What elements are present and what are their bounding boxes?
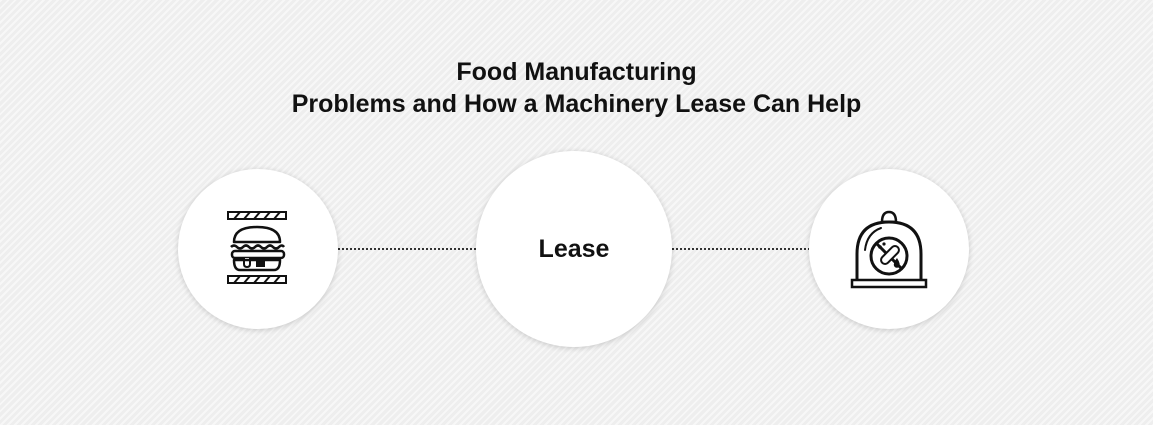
node-burger-problem — [178, 169, 338, 329]
right-connector-line — [672, 248, 810, 250]
food-safety-dome-icon — [846, 206, 932, 292]
burger-press-icon — [226, 210, 290, 288]
diagram-title: Food Manufacturing Problems and How a Ma… — [0, 56, 1153, 120]
title-line-2: Problems and How a Machinery Lease Can H… — [291, 90, 862, 118]
left-connector-line — [338, 248, 476, 250]
title-line-1: Food Manufacturing — [456, 58, 697, 86]
node-food-safety — [809, 169, 969, 329]
node-lease: Lease — [476, 151, 672, 347]
lease-label: Lease — [538, 234, 610, 263]
